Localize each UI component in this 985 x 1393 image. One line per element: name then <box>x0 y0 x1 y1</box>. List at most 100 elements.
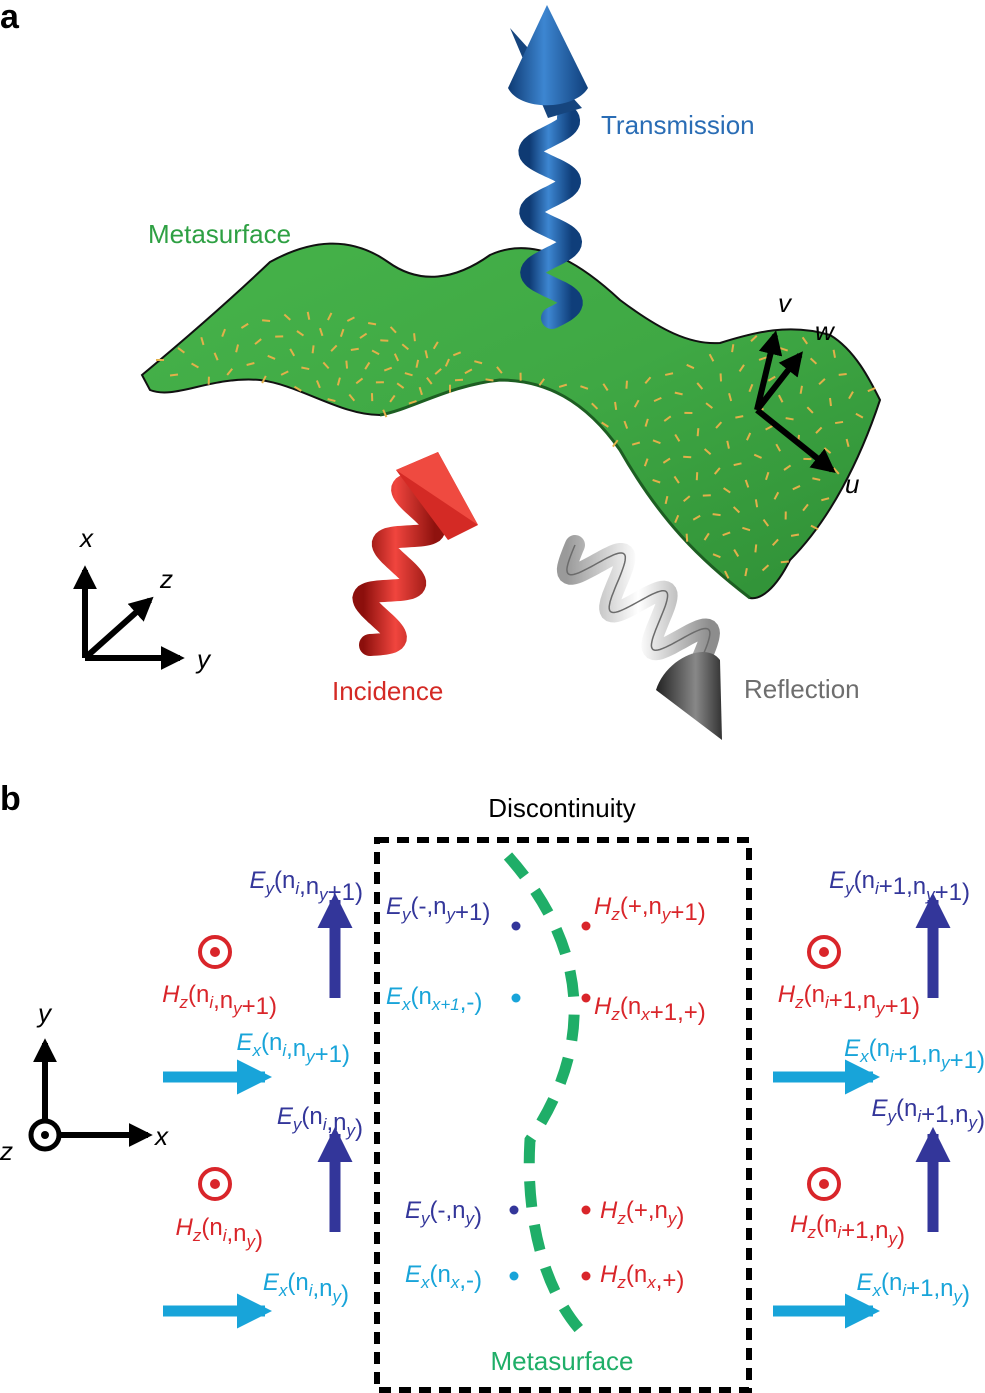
nanorod <box>754 499 759 508</box>
nanorod <box>339 328 345 338</box>
nanorod <box>432 341 439 350</box>
nanorod <box>790 533 800 537</box>
nanorod <box>726 440 730 449</box>
nanorod <box>375 381 384 384</box>
right-hz-top-label: Hz(ni+1,ny+1) <box>778 981 920 1020</box>
nanorod <box>364 361 371 370</box>
center-hz-mid-label: Hz(nx+1,+) <box>594 993 706 1026</box>
nanorod <box>246 362 255 366</box>
nanorod <box>832 349 836 358</box>
nanorod <box>742 526 751 532</box>
nanorod <box>834 420 844 425</box>
nanorod <box>200 336 205 346</box>
nanorod <box>327 398 336 403</box>
nanorod <box>684 411 693 414</box>
nanorod <box>235 344 240 353</box>
nanorod <box>848 391 854 400</box>
nanorod <box>240 322 249 329</box>
nanorod <box>738 364 745 372</box>
center-ey-bot-label: Ey(-,ny) <box>405 1197 482 1230</box>
nanorod <box>682 495 691 503</box>
z-axis-label-a: z <box>159 564 173 594</box>
metasurface-label-a: Metasurface <box>148 219 291 249</box>
nanorod <box>301 366 310 371</box>
nanorod <box>413 333 416 342</box>
nanorod <box>818 378 826 386</box>
reflection-beam <box>556 535 722 740</box>
nanorod <box>602 383 609 391</box>
nanorod <box>322 361 330 370</box>
nanorod <box>519 372 522 381</box>
nanorod <box>293 385 302 392</box>
nanorod <box>703 448 712 455</box>
nanorod <box>348 393 356 402</box>
nanorod <box>359 332 368 339</box>
nanorod <box>296 330 305 337</box>
nanorod <box>424 350 429 359</box>
nanorod <box>703 532 710 541</box>
global-xyz-axes-a <box>73 565 185 670</box>
left-hz-bot-label: Hz(ni,ny) <box>176 1214 264 1253</box>
nanorod <box>221 328 226 337</box>
nanorod <box>380 339 389 342</box>
right-hz-bot-label: Hz(ni+1,ny) <box>790 1211 905 1250</box>
nanorod <box>367 322 377 326</box>
nanorod <box>696 382 704 390</box>
field-labels: Ey(ni,ny+1)Hz(ni,ny+1)Ex(ni,ny+1)Ey(ni,n… <box>162 867 985 1308</box>
nanorod <box>327 312 333 321</box>
u-axis-label: u <box>845 469 859 499</box>
nanorod <box>370 393 374 402</box>
nanorod <box>753 453 762 459</box>
nanorod <box>692 514 701 521</box>
nanorod <box>767 375 776 382</box>
nanorod <box>401 343 410 351</box>
x-axis-label-a: x <box>78 523 94 553</box>
center-ex-bot-label: Ex(nx,-) <box>405 1261 482 1294</box>
nanorod <box>319 327 324 337</box>
nanorod <box>345 360 349 369</box>
right-ex-top-label: Ex(ni+1,ny+1) <box>844 1035 985 1074</box>
nanorod <box>783 464 792 471</box>
reflection-label: Reflection <box>744 674 860 704</box>
nanorod <box>383 366 393 372</box>
nanorod <box>643 458 649 467</box>
nanorod <box>771 538 779 547</box>
nanorod <box>722 531 731 537</box>
nanorod <box>169 373 179 377</box>
nanorod <box>746 432 752 441</box>
nanorod <box>674 391 683 396</box>
nanorod <box>663 415 672 422</box>
nanorod <box>418 386 423 396</box>
nanorod <box>426 377 433 385</box>
center-hz-top-label: Hz(+,ny+1) <box>594 893 706 926</box>
nanorod <box>280 370 289 376</box>
nanorod <box>715 421 723 429</box>
panel-a-label: a <box>0 0 20 36</box>
nanorod <box>754 544 758 553</box>
nanorod <box>614 401 618 411</box>
nanorod <box>712 553 721 559</box>
right-ey-bot-label: Ey(ni+1,ny) <box>871 1095 985 1134</box>
nanorod <box>773 491 780 500</box>
nanorod <box>733 549 740 557</box>
nanorod <box>712 513 721 517</box>
nanorod <box>845 438 850 448</box>
nanorod <box>207 376 210 385</box>
nanorod <box>330 344 338 352</box>
nanorod <box>350 347 359 352</box>
metasurface-label-b: Metasurface <box>490 1346 633 1376</box>
nanorod <box>434 368 442 375</box>
discontinuity-title: Discontinuity <box>488 793 635 823</box>
incidence-label: Incidence <box>332 676 443 706</box>
nanorod <box>355 377 364 385</box>
x-axis-label-b: x <box>153 1121 169 1151</box>
nanorod <box>156 359 164 361</box>
nanorod <box>775 443 782 452</box>
nanorod <box>744 479 750 488</box>
nanorod <box>496 366 503 374</box>
nanorod <box>809 357 818 365</box>
nanorod <box>474 360 483 365</box>
nanorod <box>792 485 801 491</box>
transmission-beam <box>508 5 588 329</box>
